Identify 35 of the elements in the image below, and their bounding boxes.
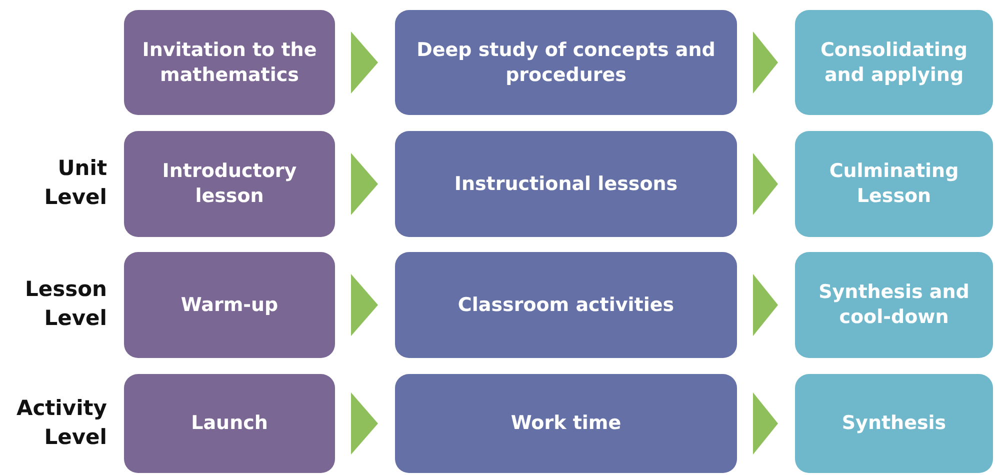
row-label: Lesson Level <box>24 276 107 332</box>
chevron-arrow <box>351 32 378 94</box>
stage-box <box>124 252 335 358</box>
box-text: Synthesis and cool-down <box>818 280 970 330</box>
box-text: Work time <box>510 411 622 436</box>
stage-box <box>795 10 993 115</box>
box-text: Instructional lessons <box>454 172 678 196</box>
stage-box <box>395 252 737 358</box>
stage-box <box>124 10 335 115</box>
row-label: Unit Level <box>43 155 107 212</box>
box-text: Consolidating and applying <box>819 38 969 88</box>
box-text: Classroom activities <box>458 292 674 318</box>
chevron-arrow <box>351 392 378 454</box>
stage-box <box>395 131 737 237</box>
box-text: Warm-up <box>180 292 278 318</box>
box-text: Deep study of concepts and procedures <box>416 38 716 88</box>
chevron-arrow <box>753 392 778 454</box>
box-text: Invitation to the mathematics <box>141 38 318 88</box>
chevron-arrow <box>753 153 778 215</box>
stage-box <box>795 374 993 473</box>
stage-box <box>124 374 335 473</box>
box-text: Launch <box>191 411 268 436</box>
chevron-arrow <box>753 274 778 336</box>
box-text: Introductory lesson <box>161 159 298 209</box>
stage-box <box>395 10 737 115</box>
chevron-arrow <box>753 32 778 94</box>
stage-box <box>795 131 993 237</box>
box-text: Culminating Lesson <box>828 159 960 209</box>
chevron-arrow <box>351 153 378 215</box>
row-label: Activity Level <box>15 394 107 451</box>
stage-box <box>395 374 737 473</box>
chevron-arrow <box>351 274 378 336</box>
box-text: Synthesis <box>842 411 946 436</box>
stage-box <box>124 131 335 237</box>
stage-box <box>795 252 993 358</box>
